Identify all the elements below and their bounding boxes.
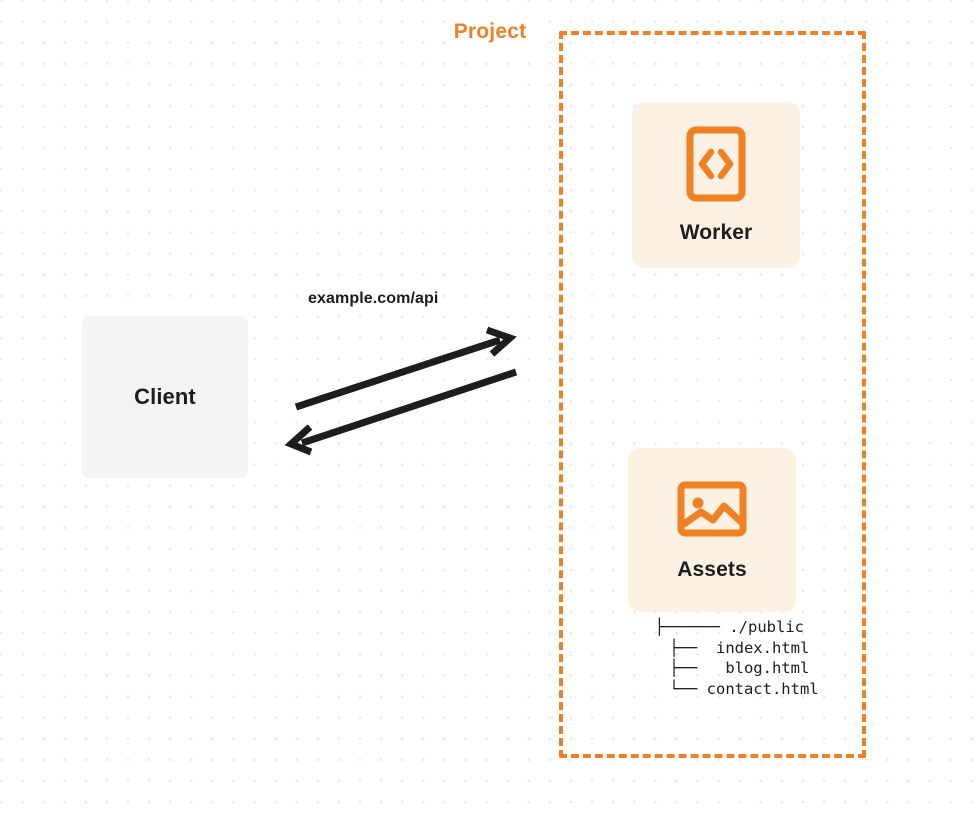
node-client-label: Client bbox=[134, 384, 196, 409]
assets-file-tree: ├────── ./public ├── index.html ├── blog… bbox=[654, 618, 819, 698]
edge-label-request: example.com/api bbox=[308, 290, 439, 307]
node-worker-label: Worker bbox=[679, 220, 753, 244]
arrow-request bbox=[294, 326, 517, 411]
node-worker[interactable]: Worker bbox=[632, 102, 800, 268]
node-assets-label: Assets bbox=[677, 557, 747, 581]
image-picture-icon bbox=[677, 479, 747, 544]
project-boundary bbox=[559, 31, 866, 758]
code-brackets-icon bbox=[686, 126, 746, 207]
node-assets[interactable]: Assets bbox=[628, 448, 796, 612]
arrow-response bbox=[284, 368, 518, 456]
node-client[interactable]: Client bbox=[82, 316, 248, 478]
project-title: Project bbox=[446, 20, 534, 44]
